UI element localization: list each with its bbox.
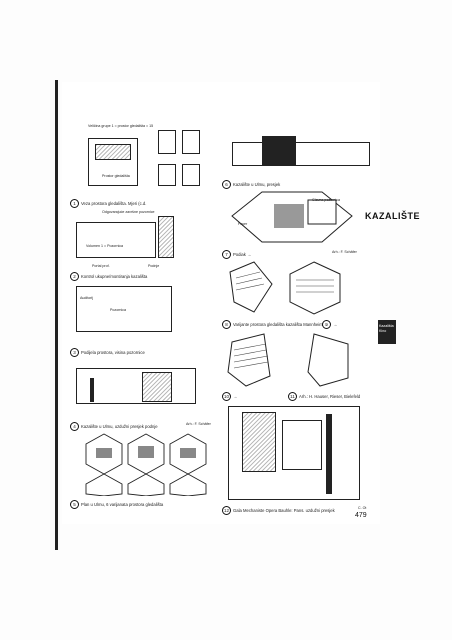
floor-plan (231, 191, 353, 243)
label-vel: Veličina grupe 1 = prostor gledališta = … (88, 124, 154, 128)
small-plan-d (182, 164, 200, 186)
book-binding-edge (55, 80, 58, 550)
small-plan-c (158, 164, 176, 186)
long-section (76, 368, 196, 404)
opera-section (228, 406, 360, 500)
hexagon-variants (85, 433, 207, 496)
stage-hatch (95, 144, 131, 160)
label-podnj: Podnje (148, 264, 160, 268)
stage-tower (158, 216, 174, 258)
section-wall (90, 378, 94, 402)
auditorium-plan-box (88, 138, 138, 186)
fly-tower (262, 136, 296, 166)
section-core (282, 420, 322, 470)
height-section (76, 286, 172, 332)
tab-line-2: Kino (379, 329, 387, 333)
label-portal: Portal prof. (92, 264, 110, 268)
long-elevation (232, 142, 370, 166)
label-foyer: Foyer (238, 222, 248, 226)
auditorium-variants (227, 333, 349, 387)
label-gledaliste: Prostor gledališta (102, 174, 130, 178)
label-wall: Odgovarajuće završne pozornice (102, 210, 155, 214)
side-index-tab: Kazališta Kino (378, 320, 396, 344)
small-plan-a (158, 130, 176, 154)
tab-line-1: Kazališta (379, 324, 394, 328)
section-stage (142, 372, 172, 402)
credit-right: C. Ot (358, 506, 367, 510)
section-hatch-left (242, 412, 276, 472)
label-volume: Volumen 1 = Pozornica (86, 244, 124, 248)
figure-credit: Arh.: F. Schäfer (186, 422, 211, 426)
seating-variants (229, 261, 341, 315)
figure-caption: 10→ (222, 392, 238, 401)
book-page: Veličina grupe 1 = prostor gledališta = … (62, 82, 420, 524)
figure-credit: Arh.: F. Schäfer (332, 250, 357, 254)
label-pozornica: Pozornica (110, 308, 126, 312)
page-number: 479 (355, 512, 367, 519)
figure-caption: 9→ (322, 320, 337, 329)
label-aud: Auditorij (80, 296, 93, 300)
page-title: KAZALIŠTE (365, 211, 420, 221)
label-stage: Glavna pozornica (312, 198, 340, 202)
small-plan-b (182, 130, 200, 154)
section-wall-right (326, 414, 332, 494)
section-box (76, 222, 156, 258)
